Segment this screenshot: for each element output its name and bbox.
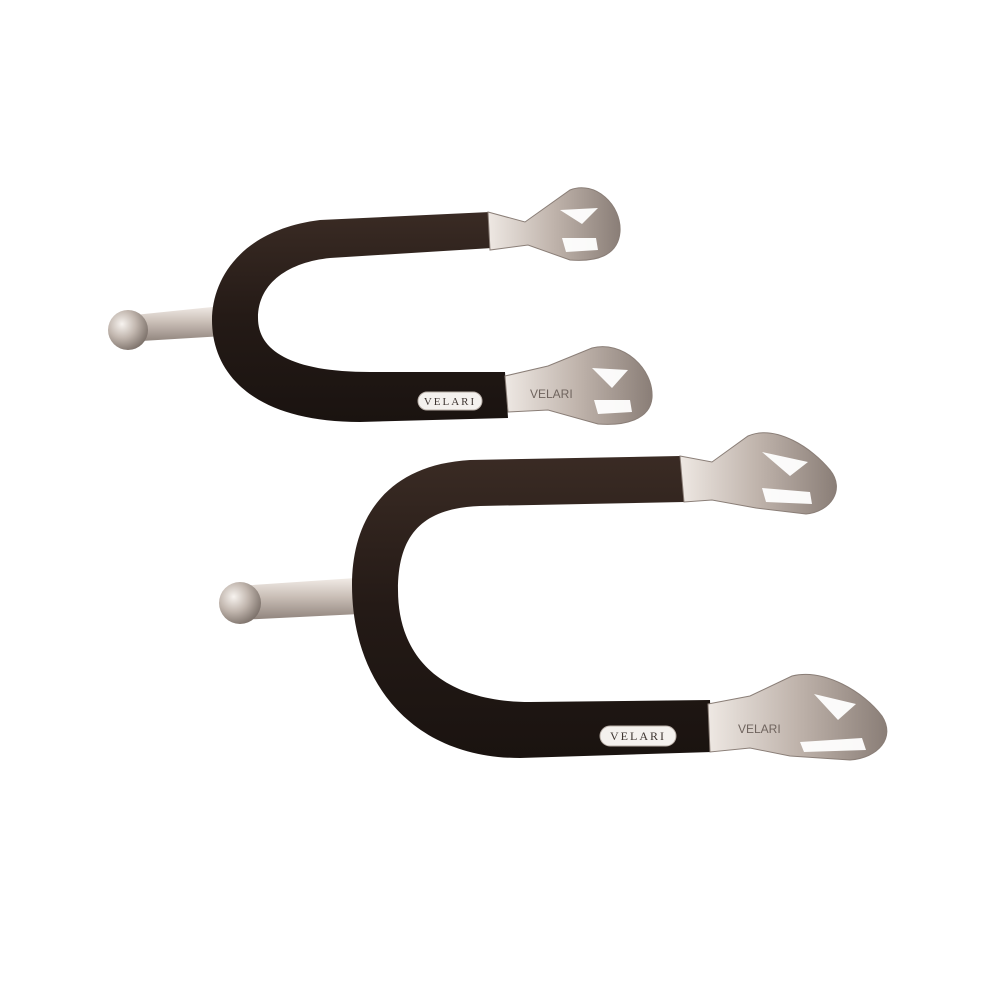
spur-front-lower-strap-tab: VELARI	[707, 674, 888, 761]
spur-back-upper-strap-tab	[487, 187, 621, 261]
spur-front-brand-label: VELARI	[610, 729, 666, 743]
spur-back-lower-strap-tab: VELARI	[504, 346, 653, 425]
spur-front-ball-end	[219, 582, 261, 624]
spur-back-ball-end	[108, 310, 148, 350]
spur-front: VELARI VELARI	[219, 432, 888, 761]
spur-back-brand-badge: VELARI	[417, 391, 483, 411]
spur-back: VELARI VELARI	[108, 187, 653, 425]
spur-back-rubber-band	[212, 212, 508, 422]
spur-back-brand-label: VELARI	[424, 396, 476, 408]
spur-back-tab-stamp: VELARI	[530, 387, 573, 401]
spur-front-upper-strap-tab	[679, 432, 837, 515]
spur-back-neck	[108, 306, 224, 350]
spur-front-neck	[219, 578, 360, 624]
spur-front-rubber-band	[352, 456, 712, 758]
spur-front-brand-badge: VELARI	[599, 725, 677, 747]
spur-front-tab-stamp: VELARI	[738, 722, 781, 736]
